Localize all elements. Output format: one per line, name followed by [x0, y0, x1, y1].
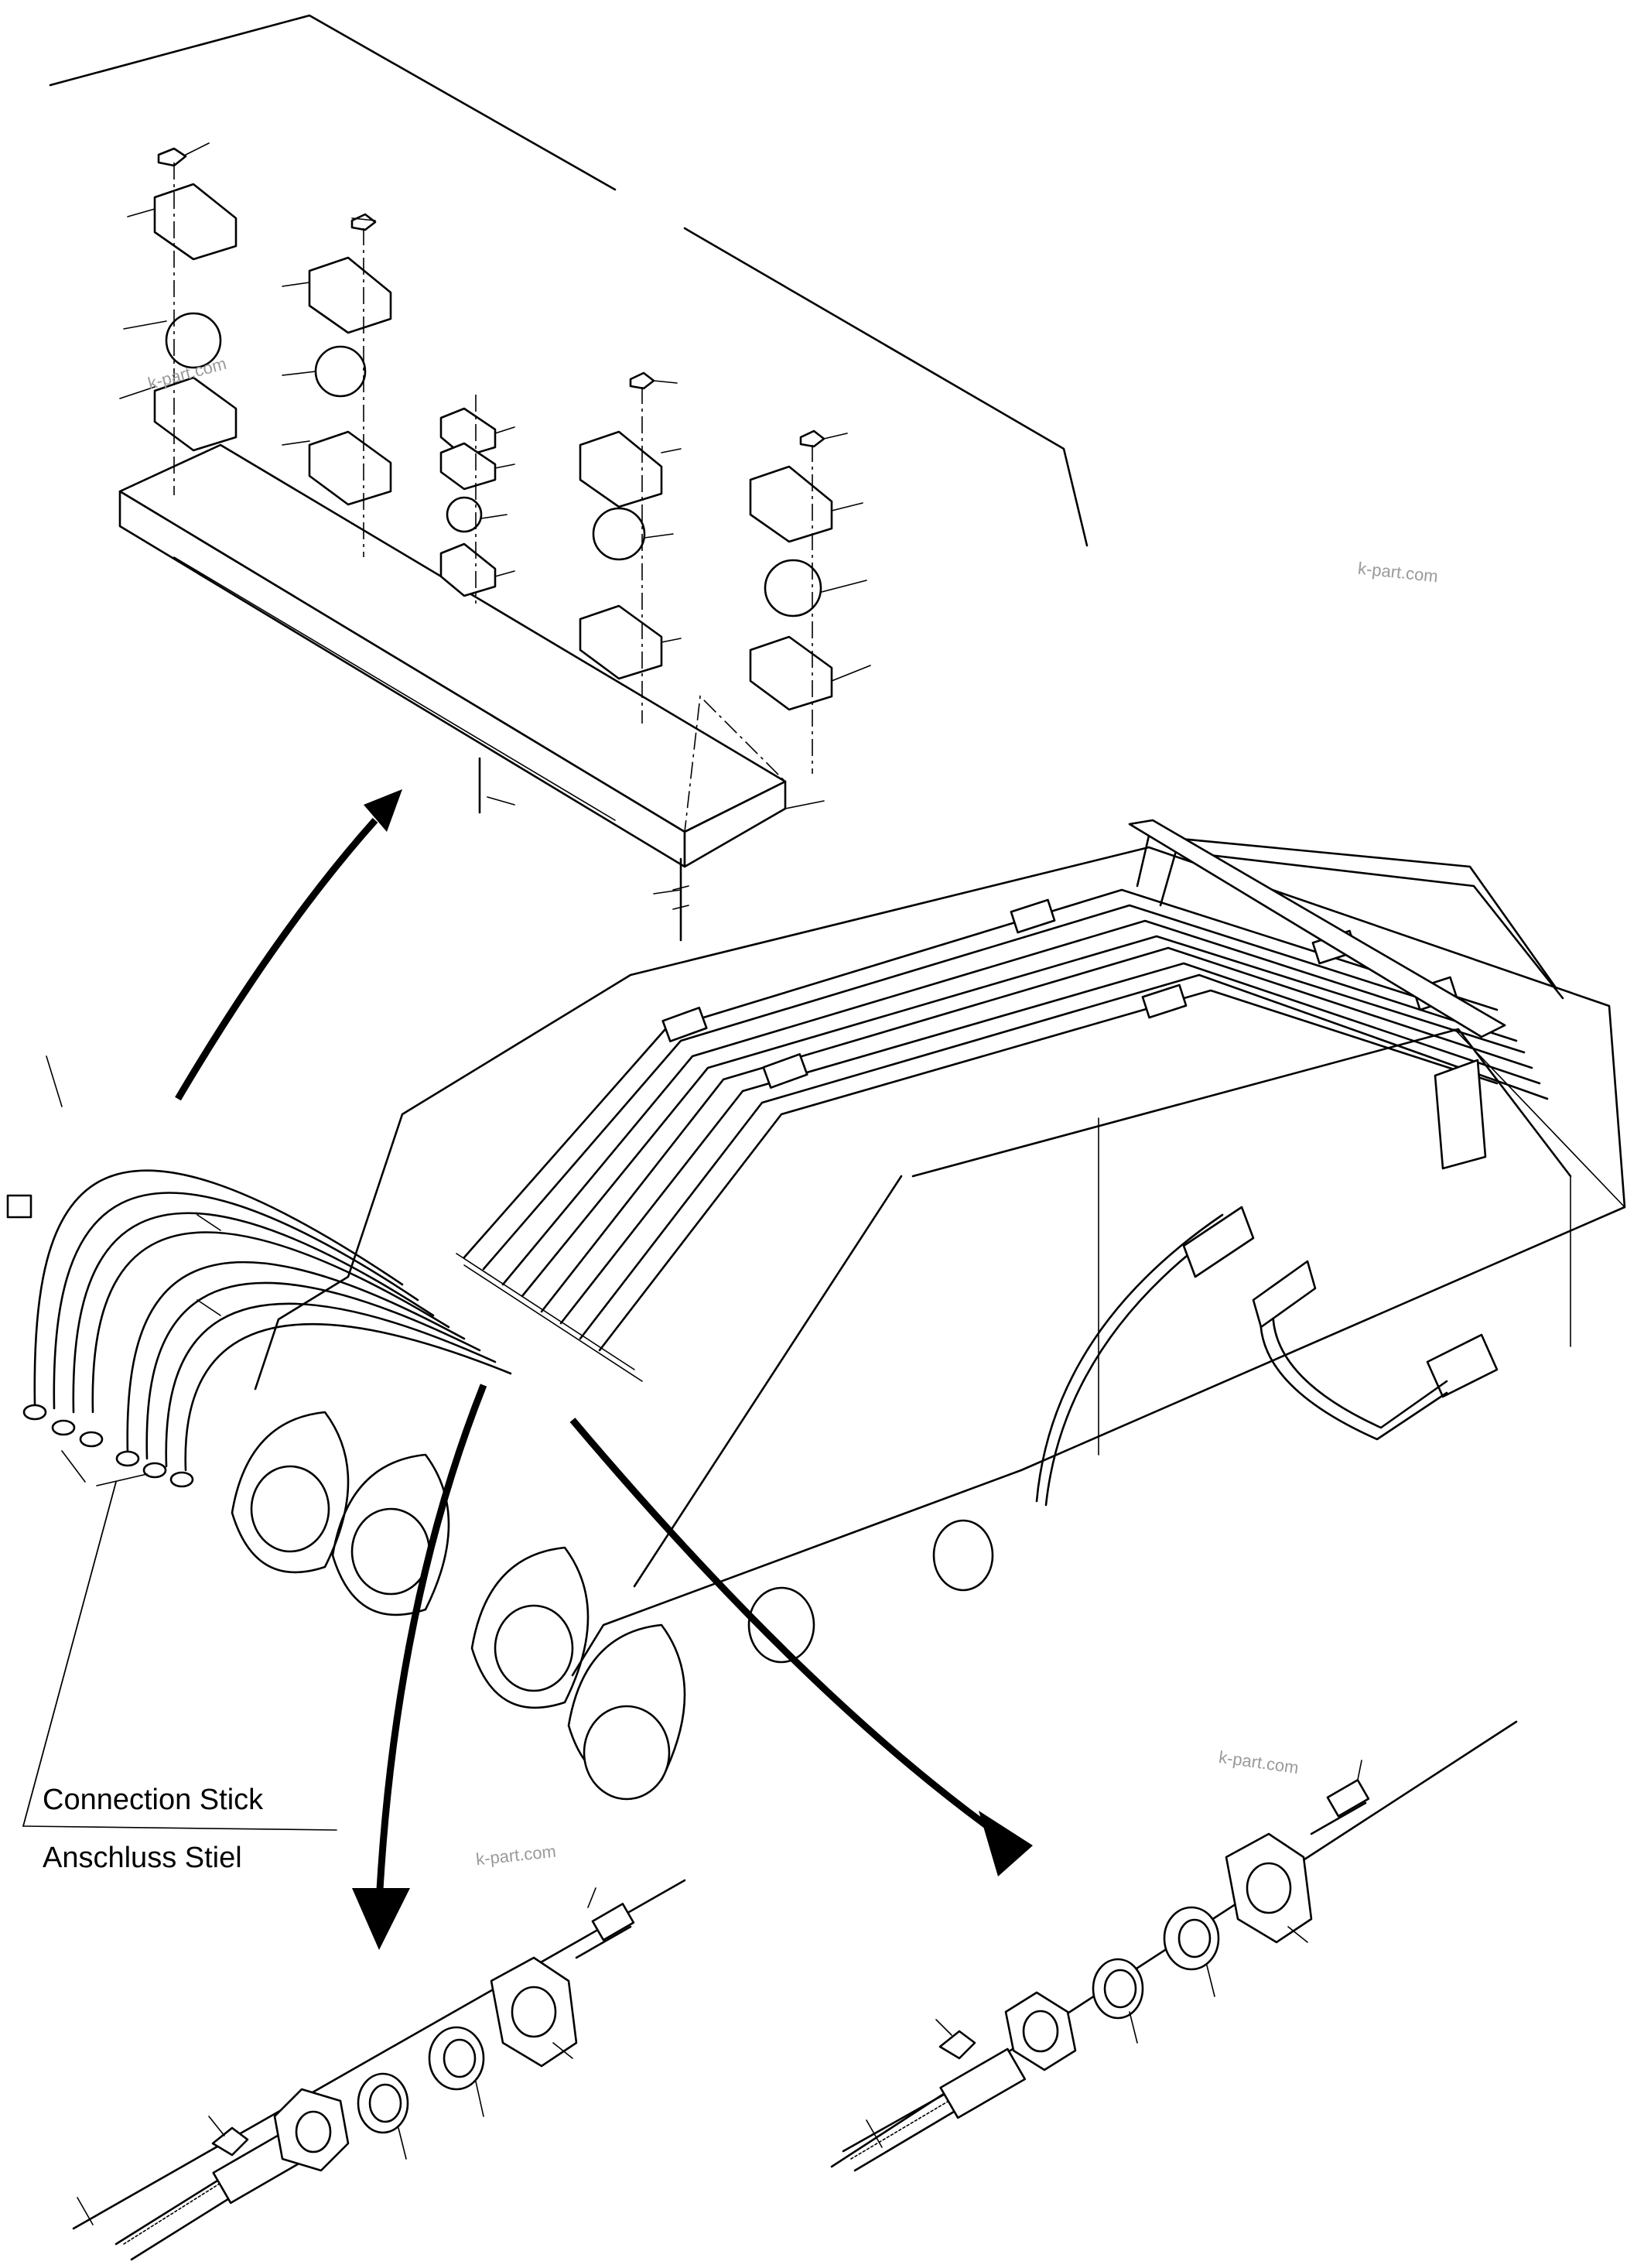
- connection-leader: [22, 1481, 337, 1831]
- arrow-to-clamp-detail: [175, 818, 378, 1101]
- callout-arrows: [175, 789, 1033, 1950]
- anschluss-stiel-label: Anschluss Stiel: [43, 1842, 242, 1874]
- flange-detail-left: [72, 1879, 686, 2261]
- flange-detail-right: [830, 1720, 1518, 2172]
- arrow-to-right-flange-detail: [569, 1418, 1000, 1837]
- clamp-assembly-exploded-view: [49, 14, 1089, 942]
- arrow-to-left-flange-detail: [375, 1384, 487, 1904]
- clamp-stack-2: [308, 213, 392, 557]
- clamp-stack-3: [439, 395, 497, 604]
- clamp-stack-1: [153, 147, 238, 495]
- flexible-hoses-left: [6, 1055, 512, 1488]
- hydraulic-tube-bundle: [456, 819, 1564, 1507]
- leader-lines-top: [119, 142, 871, 895]
- connection-stick-label: Connection Stick: [43, 1784, 264, 1816]
- pivot-lugs: [231, 1411, 994, 1801]
- clamp-stack-4: [579, 371, 663, 724]
- boom-assembly: [6, 819, 1626, 1831]
- clamp-stack-5: [749, 429, 833, 774]
